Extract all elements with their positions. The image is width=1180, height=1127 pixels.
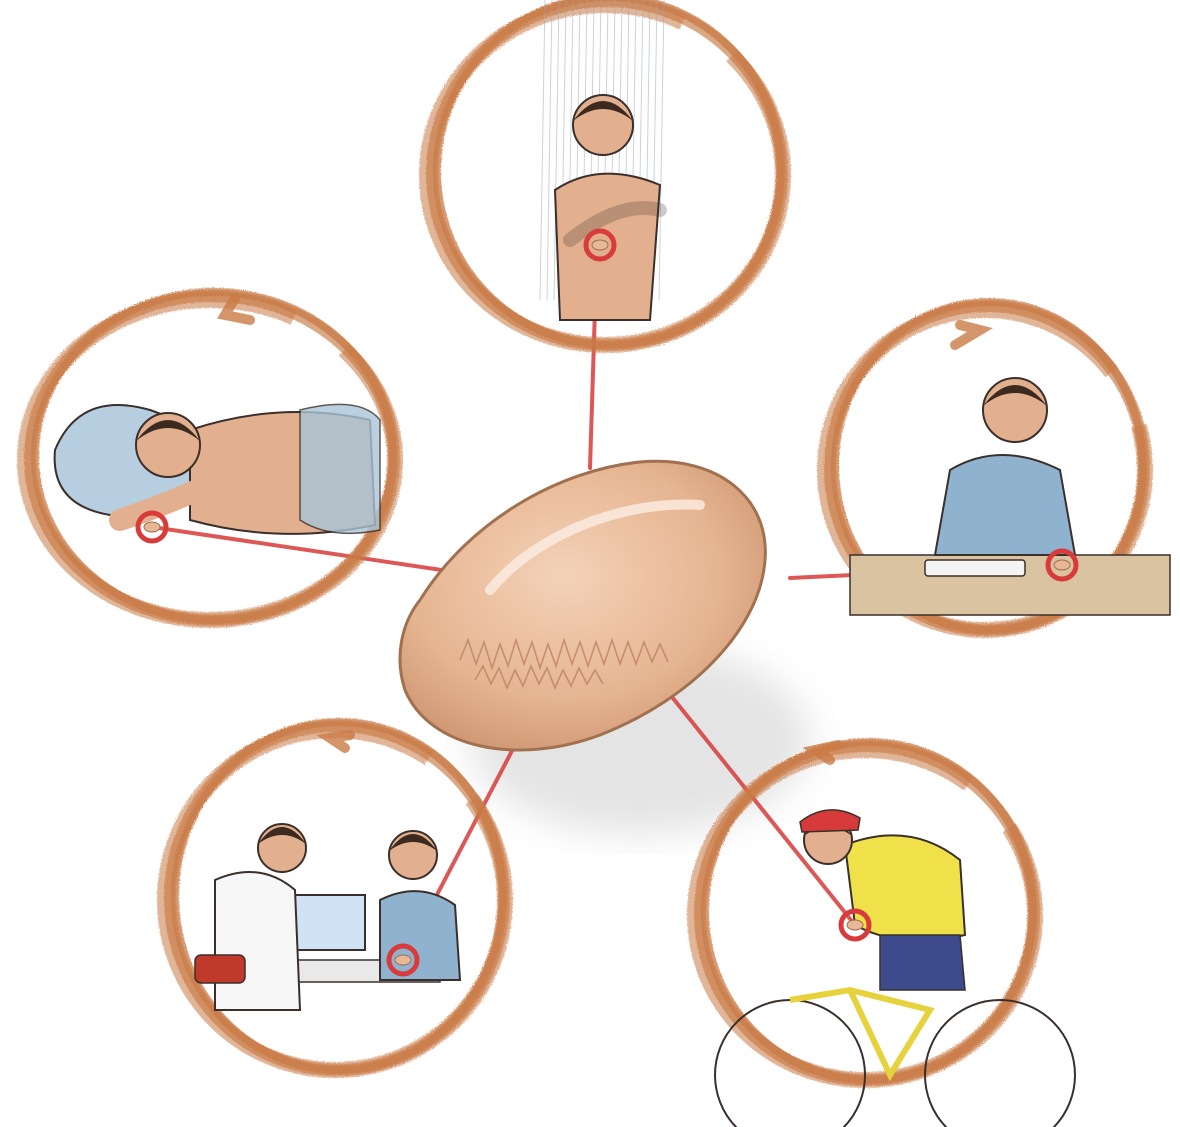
person-showering-icon (540, 0, 664, 320)
sensor-mini-device (847, 920, 863, 930)
sensor-mini-device (144, 522, 160, 532)
sensor-mini-device (395, 955, 411, 965)
scene-typing (825, 302, 1170, 630)
scene-sleep (25, 292, 395, 620)
water-stream (547, 0, 552, 300)
sensor-mini-device (1054, 560, 1070, 570)
figure-shirt (935, 455, 1075, 555)
person-typing-at-keyboard-icon (850, 378, 1170, 615)
scene-doctor (165, 722, 505, 1070)
keyboard (925, 560, 1025, 576)
scene-shower (427, 0, 783, 345)
blanket (300, 404, 380, 533)
helmet (800, 810, 860, 832)
chair-back (195, 955, 245, 983)
cycling-shorts (880, 935, 965, 990)
computer-monitor (290, 895, 365, 950)
scene-cycling (695, 742, 1075, 1127)
sensor-mini-device (592, 240, 608, 250)
person-sleeping-icon (55, 404, 380, 534)
water-stream (659, 0, 664, 300)
doctor-reading-device-icon (195, 824, 460, 1010)
scene-ring-tail-typing (955, 325, 980, 345)
scene-ring-tail-doctor (330, 735, 350, 748)
water-stream (540, 0, 545, 300)
doctor-coat (215, 872, 300, 1010)
